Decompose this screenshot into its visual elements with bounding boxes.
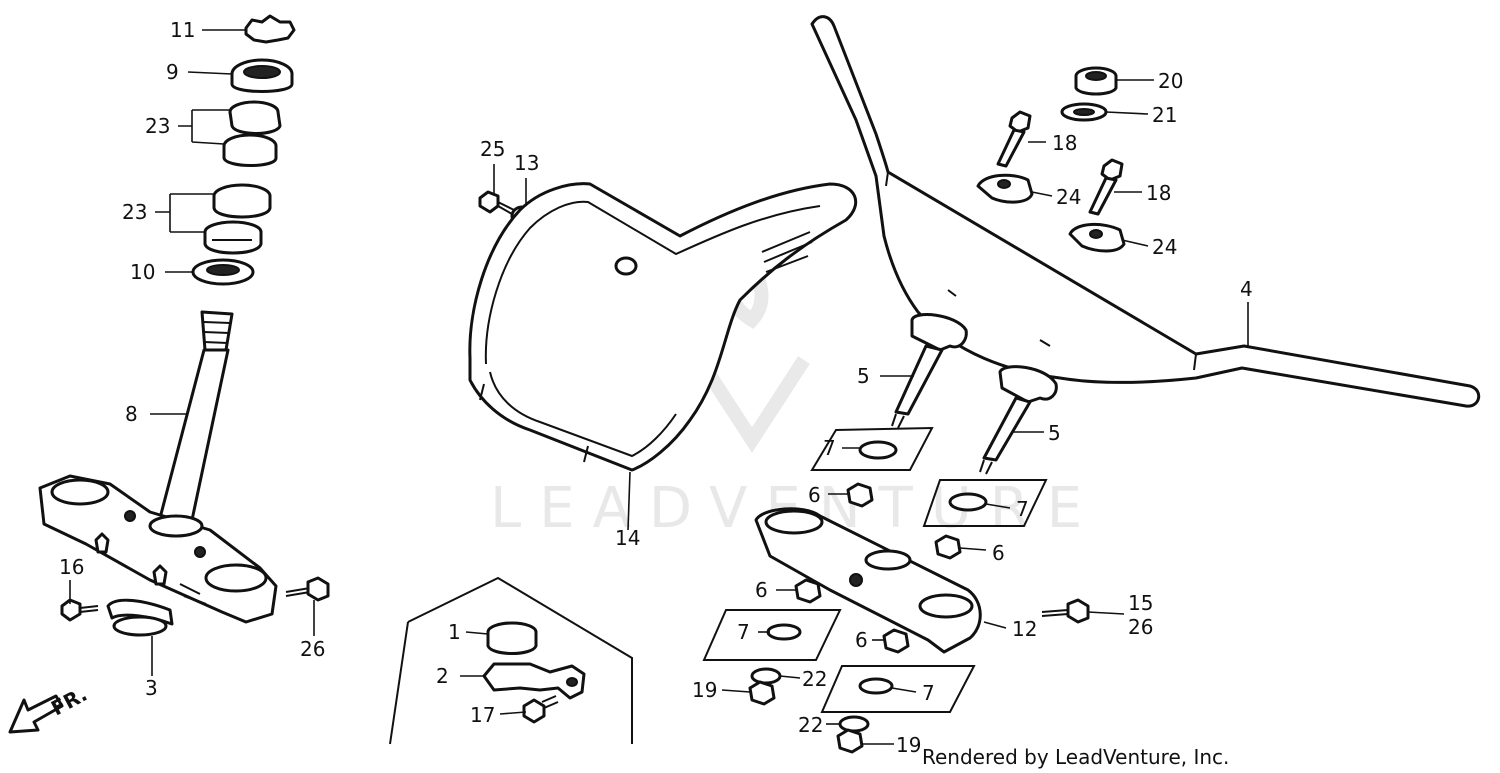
part-23-lower-bearing: [203, 183, 272, 255]
leader-lines: [69, 29, 1249, 745]
part-24-clamp-upper: [976, 173, 1034, 204]
part-15-bolt: [1041, 598, 1090, 624]
callout-22-lower: 22: [798, 713, 823, 737]
front-direction-arrow: FR.: [8, 682, 91, 734]
callout-4: 4: [1240, 277, 1253, 301]
part-20-nut: [1074, 66, 1118, 96]
part-25-bolt: [478, 190, 515, 215]
part-10-dust-seal: [191, 258, 255, 286]
callout-20: 20: [1158, 69, 1183, 93]
callout-6-a: 6: [808, 483, 821, 507]
callout-6-d: 6: [855, 628, 868, 652]
callout-19-upper: 19: [692, 678, 717, 702]
part-12-upper-triple-clamp: [754, 507, 982, 654]
callout-11: 11: [170, 18, 195, 42]
part-16-bolt: [60, 598, 99, 622]
part-24-clamp-lower: [1068, 223, 1126, 253]
callout-16: 16: [59, 555, 84, 579]
callout-18-upper: 18: [1052, 131, 1077, 155]
part-26-bolt-left: [285, 576, 330, 602]
callout-25: 25: [480, 137, 505, 161]
part-5-holder-right: [979, 365, 1058, 475]
callout-23-upper: 23: [145, 114, 170, 138]
callout-5-right: 5: [1048, 421, 1061, 445]
callout-12: 12: [1012, 617, 1037, 641]
rubber-insets: [702, 426, 1048, 713]
callout-19-lower: 19: [896, 733, 921, 757]
callout-3: 3: [145, 676, 158, 700]
part-1-grommet: [486, 621, 538, 655]
part-2-bracket: [482, 662, 586, 700]
callout-7-c: 7: [737, 620, 750, 644]
callout-6-b: 6: [992, 541, 1005, 565]
callout-7-d: 7: [922, 681, 935, 705]
callout-7-b: 7: [1016, 497, 1029, 521]
callout-1: 1: [448, 620, 461, 644]
part-4-handlebar: [810, 15, 1481, 408]
callout-26-left: 26: [300, 637, 325, 661]
render-credit: Rendered by LeadVenture, Inc.: [922, 745, 1229, 769]
part-3-cable-guide: [106, 598, 174, 637]
direction-label: FR.: [47, 682, 91, 721]
callout-21: 21: [1152, 103, 1177, 127]
callout-24-upper: 24: [1056, 185, 1081, 209]
callout-9: 9: [166, 60, 179, 84]
callout-17: 17: [470, 703, 495, 727]
callout-24-lower: 24: [1152, 235, 1177, 259]
callout-2: 2: [436, 664, 449, 688]
part-18-bolt-lower: [1088, 158, 1124, 216]
part-23-upper-bearing: [222, 100, 282, 167]
part-18-bolt-upper: [996, 110, 1032, 168]
callout-10: 10: [130, 260, 155, 284]
callout-22-upper: 22: [802, 667, 827, 691]
callouts: 11 9 23 23 10 8 16 3 26 25 13 14 1 2 17 …: [59, 18, 1253, 757]
inset-frame: [389, 576, 633, 745]
callout-5-left: 5: [857, 364, 870, 388]
part-11-lock-nut: [244, 14, 296, 44]
part-5-holder-left: [891, 313, 968, 429]
callout-8: 8: [125, 402, 138, 426]
part-9-adjust-nut: [230, 58, 294, 93]
callout-15: 15: [1128, 591, 1153, 615]
callout-18-lower: 18: [1146, 181, 1171, 205]
callout-23-lower: 23: [122, 200, 147, 224]
lower-triple-clamp: [38, 474, 278, 624]
part-6-nuts: [794, 482, 962, 654]
callout-6-c: 6: [755, 578, 768, 602]
callout-13: 13: [514, 151, 539, 175]
part-17-bolt: [522, 695, 559, 724]
callout-26-right: 26: [1128, 615, 1153, 639]
part-19-22-nuts: [748, 667, 870, 754]
part-14-number-plate: [468, 182, 858, 472]
callout-7-a: 7: [823, 436, 836, 460]
part-8-steering-stem: [158, 310, 234, 522]
callout-14: 14: [615, 526, 640, 550]
part-21-washer: [1060, 102, 1108, 122]
